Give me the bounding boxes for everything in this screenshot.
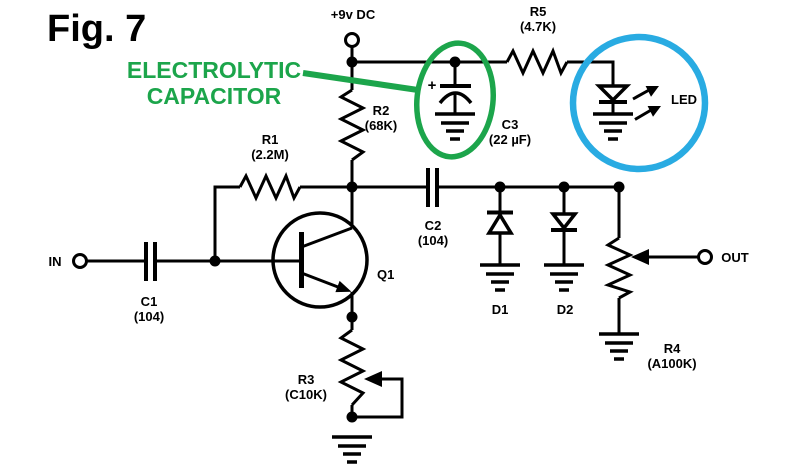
c2-ref: C2 bbox=[424, 218, 442, 233]
r1-value: (2.2M) bbox=[251, 147, 289, 162]
capacitor-c3-plate-curved bbox=[438, 91, 473, 105]
label-r2: R2 (68K) bbox=[365, 103, 398, 133]
led-arrow1-head bbox=[645, 86, 659, 97]
led-highlight-circle bbox=[569, 33, 709, 173]
c3-polarity-plus: + bbox=[427, 77, 437, 94]
ground-r4-icon bbox=[599, 332, 639, 361]
out-label: OUT bbox=[721, 250, 749, 265]
r3-ref: R3 bbox=[297, 372, 315, 387]
c3-value: (22 µF) bbox=[488, 132, 532, 147]
label-c1: C1 (104) bbox=[134, 294, 164, 324]
electrolytic-callout-line2: CAPACITOR bbox=[146, 83, 282, 109]
r2-ref: R2 bbox=[372, 103, 390, 118]
ground-led-icon bbox=[593, 112, 633, 141]
electrolytic-callout-line1: ELECTROLYTIC bbox=[126, 57, 302, 83]
electrolytic-highlight-ellipse bbox=[413, 40, 497, 160]
grounds bbox=[332, 112, 639, 464]
diodes bbox=[485, 84, 632, 235]
r5-ref: R5 bbox=[529, 4, 547, 19]
r3-wiper-arrow-icon bbox=[364, 371, 382, 387]
ground-c3-icon bbox=[435, 112, 475, 141]
r5-value: (4.7K) bbox=[519, 19, 557, 34]
electrolytic-callout: ELECTROLYTIC CAPACITOR bbox=[127, 57, 301, 109]
r4-value: (A100K) bbox=[647, 356, 697, 371]
junction-dot bbox=[494, 181, 506, 193]
junction-dot bbox=[558, 181, 570, 193]
wire-top-rail-right bbox=[567, 60, 615, 86]
r2-value: (68K) bbox=[364, 118, 398, 133]
figure-title: Fig. 7 bbox=[47, 8, 147, 50]
label-r4: R4 (A100K) bbox=[647, 341, 696, 371]
diode-d1-triangle bbox=[485, 211, 515, 235]
label-r5: R5 (4.7K) bbox=[520, 4, 556, 34]
in-label: IN bbox=[48, 254, 62, 269]
junction-dot bbox=[346, 181, 358, 193]
r1-ref: R1 bbox=[261, 132, 279, 147]
label-r3: R3 (C10K) bbox=[285, 372, 327, 402]
terminal-out bbox=[697, 249, 713, 265]
resistor-r3 bbox=[337, 328, 367, 407]
terminals bbox=[72, 32, 713, 269]
label-d1: D1 bbox=[491, 302, 509, 317]
label-q1: Q1 bbox=[377, 267, 395, 282]
terminal-in bbox=[72, 253, 88, 269]
junction-dot bbox=[449, 56, 461, 68]
resistor-r4 bbox=[603, 236, 634, 300]
label-c3: C3 (22 µF) bbox=[489, 117, 531, 147]
resistor-r2 bbox=[337, 88, 367, 162]
transistor-emitter bbox=[300, 271, 339, 289]
terminal-power bbox=[344, 32, 360, 48]
transistor-q1 bbox=[271, 211, 369, 309]
led-arrow2-head bbox=[647, 106, 661, 117]
c2-value: (104) bbox=[417, 233, 449, 248]
resistor-r5 bbox=[505, 47, 569, 77]
power-label: +9v DC bbox=[330, 7, 376, 22]
junction-dot bbox=[613, 181, 625, 193]
wire-r3-wiper-feedback bbox=[352, 377, 404, 419]
led-triangle bbox=[594, 84, 632, 103]
c1-ref: C1 bbox=[140, 294, 158, 309]
capacitors bbox=[144, 84, 473, 281]
label-led: LED bbox=[671, 92, 697, 107]
capacitor-c1-plates bbox=[144, 242, 157, 281]
label-c2: C2 (104) bbox=[418, 218, 448, 248]
transistor-collector bbox=[300, 226, 353, 249]
led-arrow1-tail bbox=[632, 88, 651, 101]
wire-r1-left-branch bbox=[213, 185, 240, 261]
r3-value: (C10K) bbox=[285, 387, 327, 402]
c3-ref: C3 bbox=[501, 117, 519, 132]
led-emission-arrows-icon bbox=[632, 86, 661, 121]
c1-value: (104) bbox=[133, 309, 165, 324]
junction-dots bbox=[209, 56, 625, 423]
resistors bbox=[238, 47, 634, 407]
led-arrow2-tail bbox=[634, 108, 653, 121]
label-d2: D2 bbox=[556, 302, 574, 317]
label-r1: R1 (2.2M) bbox=[251, 132, 289, 162]
wire-c2-to-r4 bbox=[437, 185, 621, 238]
capacitor-c2-plates bbox=[426, 168, 439, 207]
junction-dot bbox=[346, 311, 358, 323]
ground-d1-icon bbox=[480, 263, 520, 292]
junction-dot bbox=[346, 411, 358, 423]
resistor-r1 bbox=[238, 172, 302, 202]
junction-dot bbox=[346, 56, 358, 68]
ground-r3-icon bbox=[332, 435, 372, 464]
transistor-emitter-arrow bbox=[335, 280, 352, 293]
junction-dot bbox=[209, 255, 221, 267]
transistor-body bbox=[271, 211, 369, 309]
electrolytic-leader-line bbox=[302, 70, 419, 93]
ground-d2-icon bbox=[544, 263, 584, 292]
diode-d2-triangle bbox=[549, 212, 579, 231]
r4-ref: R4 bbox=[663, 341, 681, 356]
r4-wiper-arrow-icon bbox=[631, 249, 649, 265]
